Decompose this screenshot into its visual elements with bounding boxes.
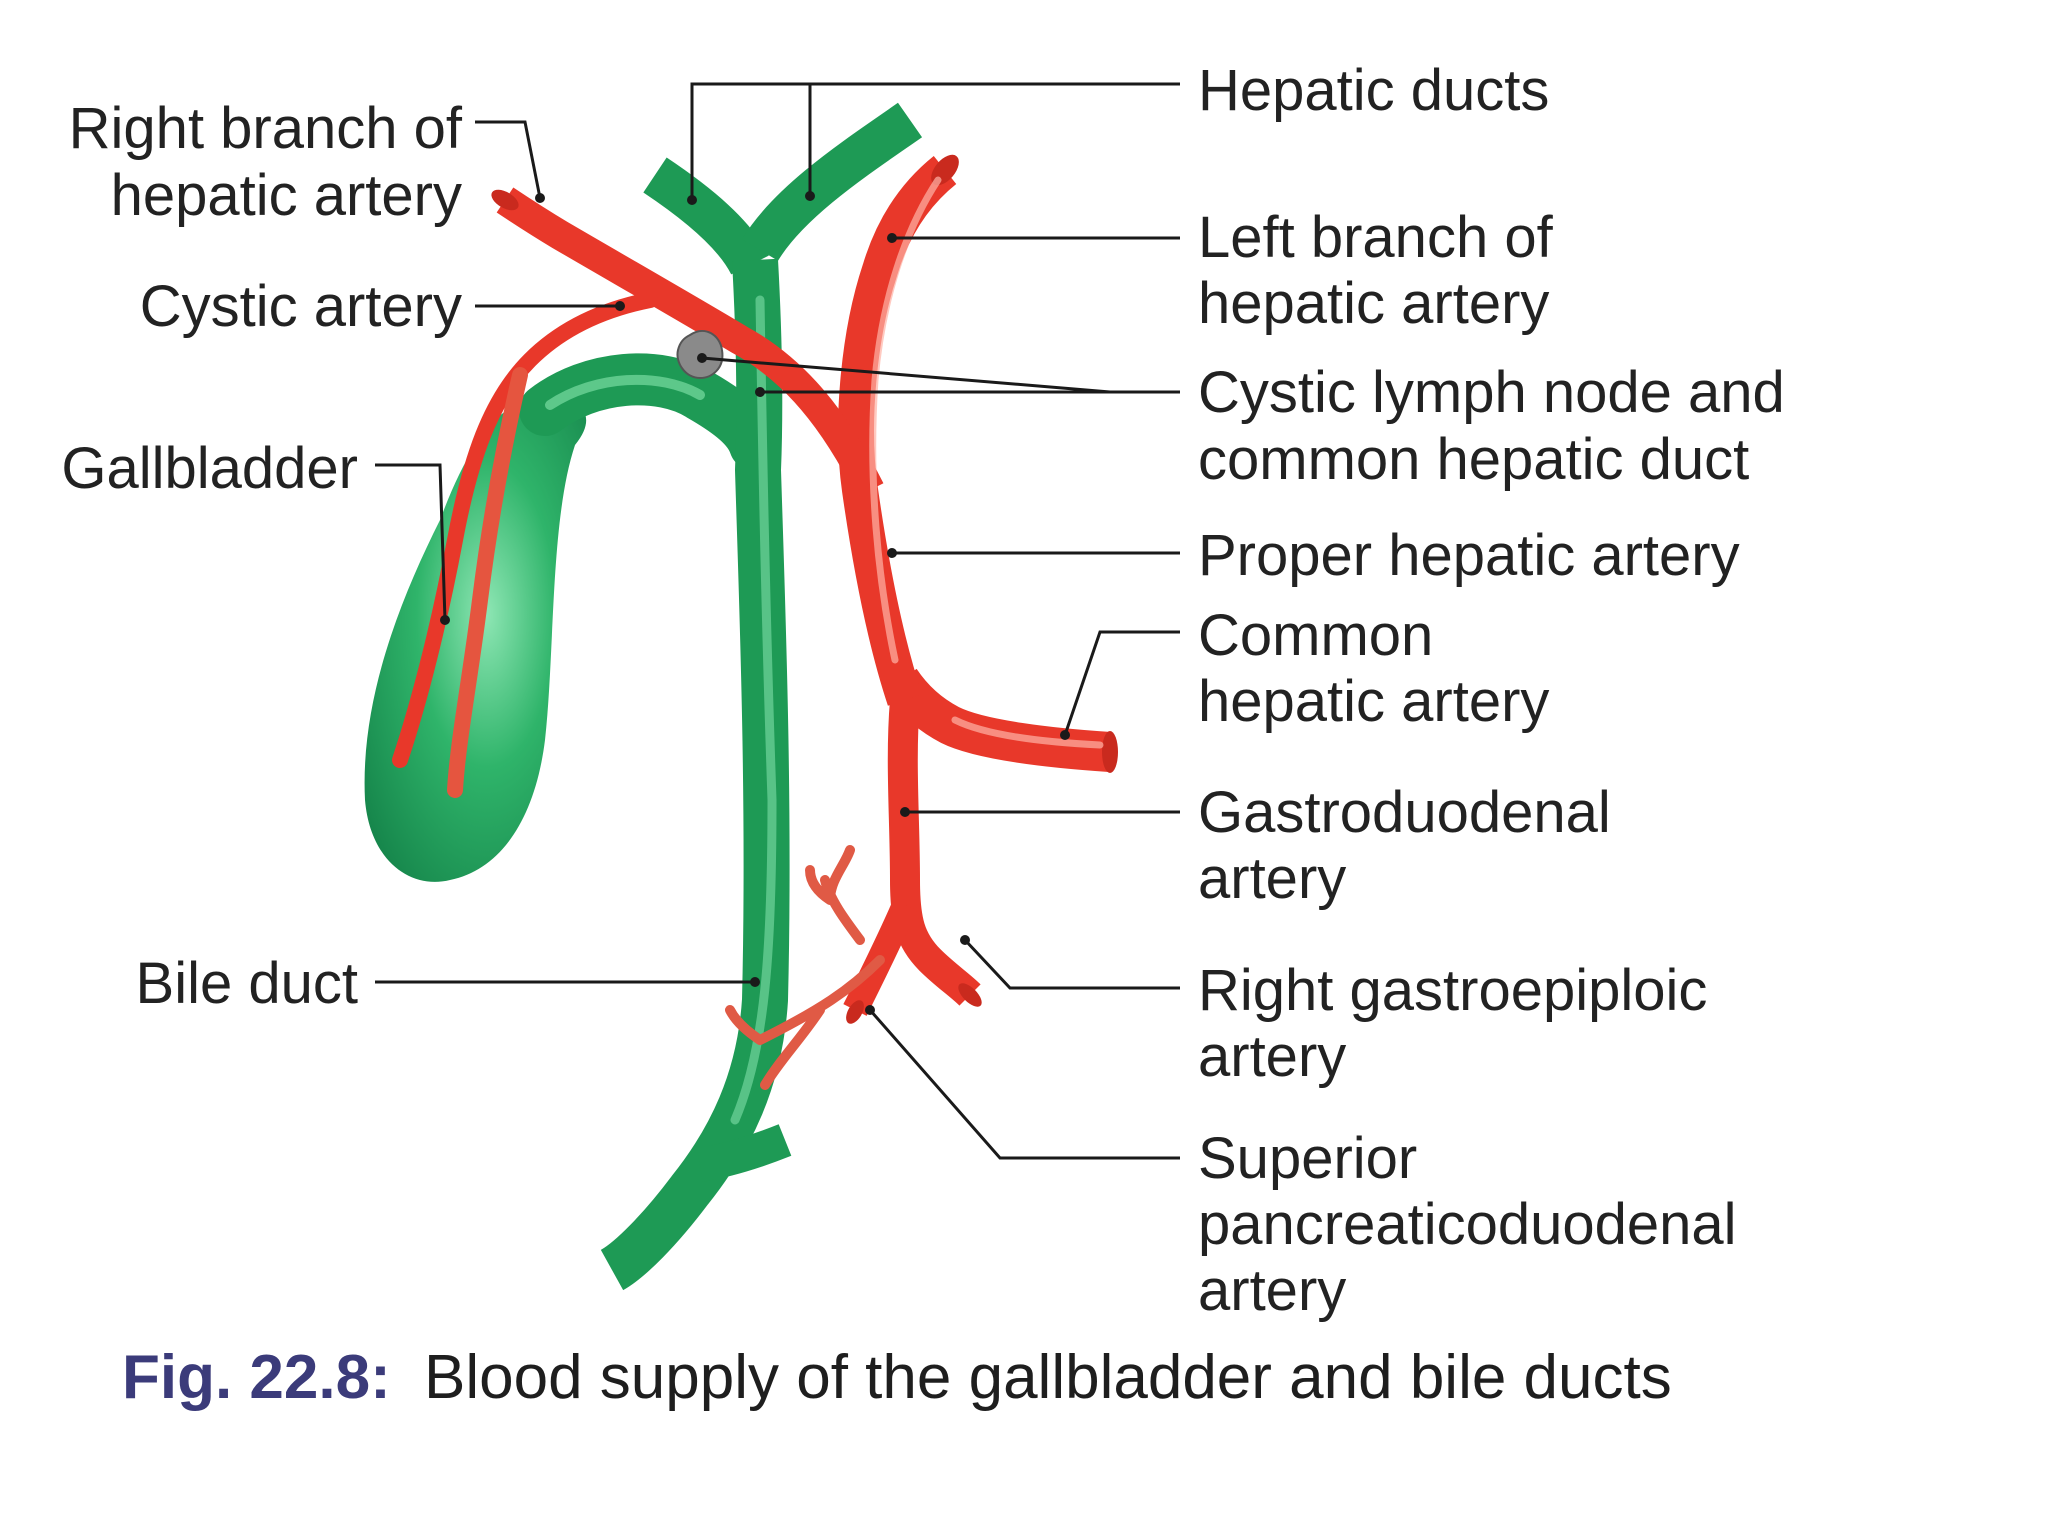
label-proper-hepatic: Proper hepatic artery [1198, 523, 1740, 588]
proper-hepatic-artery-vessel [838, 155, 957, 706]
label-common-hepatic-line1: Common [1198, 603, 1433, 668]
label-gastroduodenal-line2: artery [1198, 846, 1346, 911]
gastroduodenal-artery-vessel [887, 698, 981, 1006]
label-right-gastroepiploic-line2: artery [1198, 1024, 1346, 1089]
arteries [392, 154, 1118, 1090]
cystic-artery-branch [447, 367, 528, 798]
label-left-branch-line2: hepatic artery [1198, 271, 1549, 336]
caption-number: Fig. 22.8: [122, 1343, 391, 1412]
caption-text: Blood supply of the gallbladder and bile… [424, 1343, 1672, 1412]
label-bile-duct: Bile duct [136, 951, 358, 1016]
label-right-branch-line1: Right branch of [69, 96, 463, 161]
label-hepatic-ducts: Hepatic ducts [1198, 58, 1549, 123]
label-superior-pancreatico-line3: artery [1198, 1258, 1346, 1323]
label-superior-pancreatico-line2: pancreaticoduodenal [1198, 1192, 1737, 1257]
label-right-branch-line2: hepatic artery [111, 163, 462, 228]
left-hepatic-duct [741, 102, 923, 262]
small-arterial-branches [725, 845, 885, 1090]
figure-caption: Fig. 22.8: Blood supply of the gallbladd… [122, 1343, 1672, 1412]
label-gastroduodenal-line1: Gastroduodenal [1198, 780, 1611, 845]
label-superior-pancreatico-line1: Superior [1198, 1126, 1417, 1191]
label-common-hepatic-line2: hepatic artery [1198, 669, 1549, 734]
bile-duct-terminal-branch [697, 1124, 792, 1182]
right-branch-hepatic-artery-vessel [496, 187, 884, 497]
label-gallbladder: Gallbladder [61, 436, 358, 501]
leader-lines [375, 82, 1180, 1160]
biliary-ducts [364, 102, 923, 1291]
label-cystic-artery: Cystic artery [140, 274, 462, 339]
label-right-gastroepiploic-line1: Right gastroepiploic [1198, 958, 1707, 1023]
cystic-artery-vessel [392, 292, 658, 768]
label-cystic-lymph-line2: common hepatic duct [1198, 427, 1749, 492]
common-hepatic-artery-vessel [883, 668, 1112, 772]
labels: Right branch of hepatic artery Cystic ar… [61, 58, 1784, 1323]
right-hepatic-duct [643, 157, 769, 276]
label-left-branch-line1: Left branch of [1198, 205, 1554, 270]
label-cystic-lymph-line1: Cystic lymph node and [1198, 360, 1785, 425]
